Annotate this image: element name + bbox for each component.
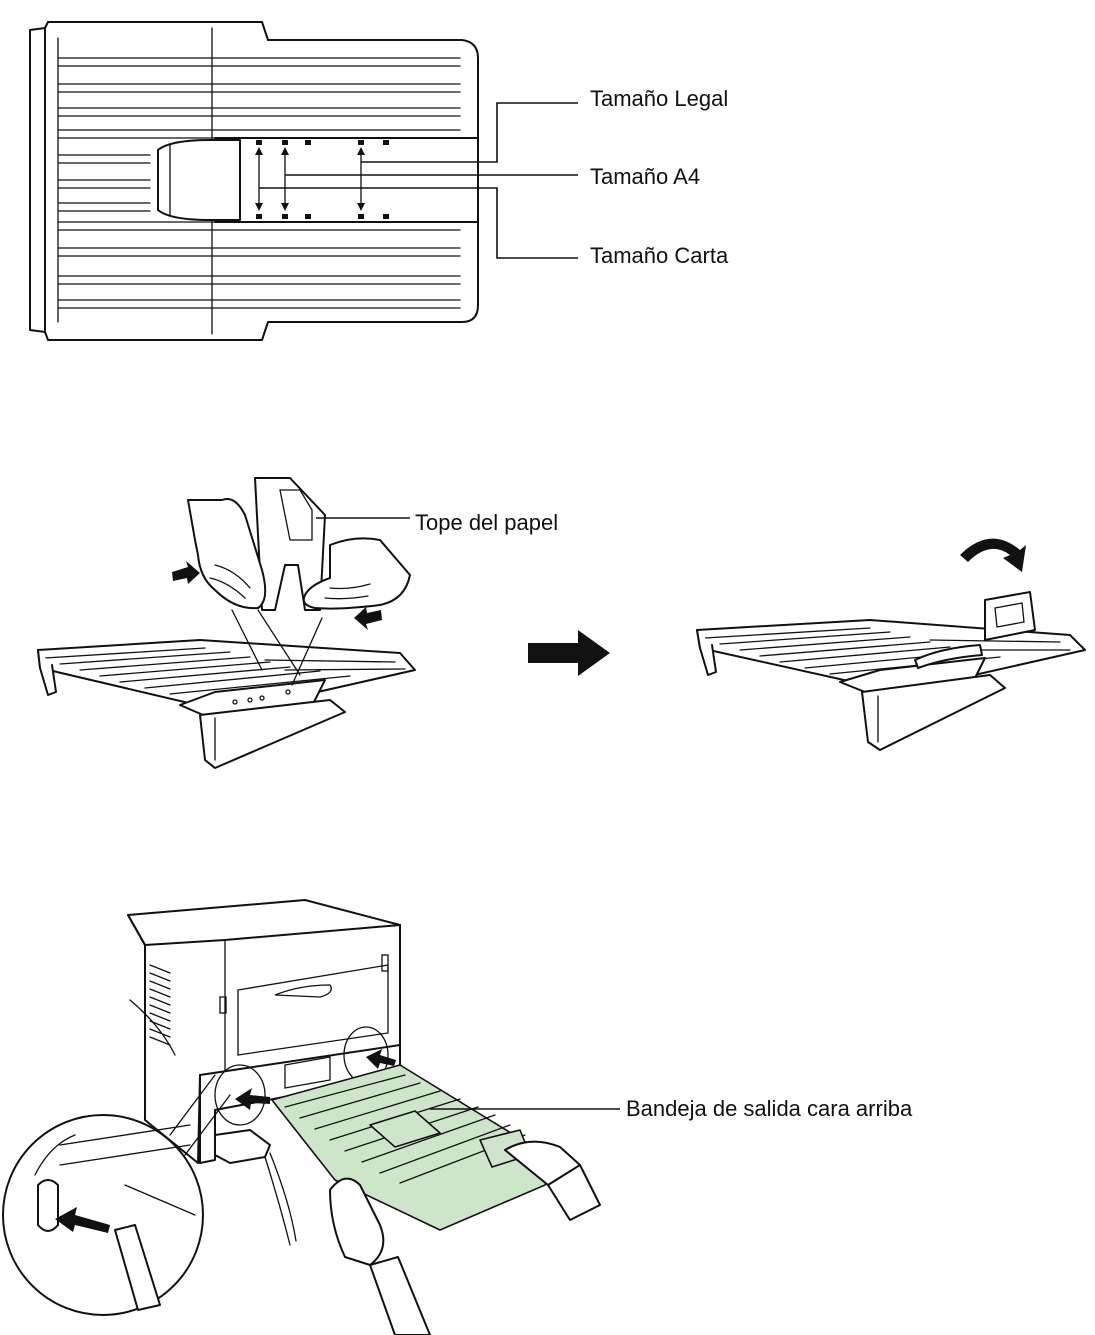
- hands-holding-stopper: [172, 477, 411, 686]
- face-up-tray-figure: Bandeja de salida cara arriba: [0, 885, 1095, 1335]
- hands-installing-tray: [329, 1140, 601, 1335]
- callout-leaders: [259, 102, 578, 259]
- tray-top-view-drawing: [29, 21, 578, 341]
- label-paper-stop: Tope del papel: [415, 510, 559, 535]
- paper-stop-figure: Tope del papel: [0, 460, 1095, 790]
- tray-perspective-left: [37, 639, 416, 769]
- tray-perspective-right: [696, 538, 1086, 751]
- next-step-arrow: [528, 630, 610, 676]
- label-a4-size: Tamaño A4: [590, 164, 701, 189]
- tray-top-view-figure: Tamaño Legal Tamaño A4 Tamaño Carta: [0, 0, 1095, 360]
- tray-ribs-upper: [57, 57, 461, 139]
- paper-stop-drawing: [37, 477, 1086, 769]
- tray-ribs-lower: [57, 221, 461, 309]
- face-up-output-tray: [271, 1064, 556, 1231]
- label-face-up-output-tray: Bandeja de salida cara arriba: [626, 1096, 913, 1121]
- size-position-arrows: [255, 147, 365, 211]
- face-up-tray-drawing: [2, 899, 620, 1335]
- label-letter-size: Tamaño Carta: [590, 243, 729, 268]
- label-legal-size: Tamaño Legal: [590, 86, 729, 111]
- detail-inset: [2, 1074, 231, 1316]
- paper-stopper-slider: [157, 139, 241, 221]
